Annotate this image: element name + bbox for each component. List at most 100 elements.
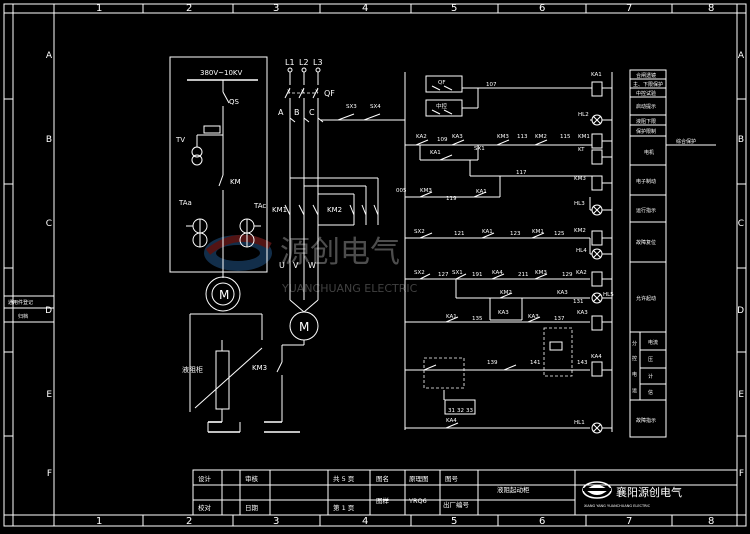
out-v: V	[293, 261, 299, 270]
qf-main-label: QF	[324, 89, 335, 98]
legend-18: 信	[648, 389, 653, 396]
legend-4: 液阻下限	[636, 118, 656, 125]
r7-sx1: SX1	[452, 270, 463, 276]
voltage-label: 380V~10KV	[200, 69, 243, 77]
phase-l3: L3	[313, 58, 323, 67]
row-d-right: D	[737, 306, 744, 316]
legend-13: 控	[632, 355, 637, 362]
r6-w121: 121	[454, 231, 465, 237]
margin-label-register: 通用件登记	[8, 299, 33, 306]
tb-design: 设计	[198, 474, 212, 483]
legend-9: 故障复位	[636, 239, 656, 246]
svg-text:x: x	[301, 88, 305, 95]
comp-km1: KM1	[578, 134, 590, 140]
main-motor-symbol: M	[219, 288, 229, 302]
r8-ka3: KA3	[498, 310, 509, 316]
r6-w125: 125	[554, 231, 565, 237]
r7-w127: 127	[438, 272, 449, 278]
r8-w131: 131	[573, 299, 584, 305]
qs-label: QS	[229, 98, 240, 106]
tb-drawing-no-label: 图号	[445, 475, 459, 483]
svg-text:x: x	[287, 88, 291, 95]
comp-ka3: KA3	[577, 310, 588, 316]
tb-check: 审核	[245, 474, 259, 483]
r10-w139: 139	[487, 360, 498, 366]
right-components: KA1 HL2 KM1 KT KM3 HL3 KM2 HL4	[574, 72, 614, 434]
r6-ka1: KA1	[482, 229, 493, 235]
wire-107: 107	[486, 82, 497, 88]
r5-w005: 005	[396, 188, 407, 194]
tb-model: YRQ6	[408, 497, 427, 505]
r10-w141: 141	[530, 360, 541, 366]
col-1-bottom: 1	[96, 516, 102, 527]
comp-km2: KM2	[574, 228, 586, 234]
legend-6: 电机	[644, 149, 654, 156]
out-u: U	[279, 261, 285, 270]
r2-w113: 113	[517, 134, 528, 140]
legend-7: 电子制动	[636, 178, 656, 185]
tb-total-pages: 共 5 页	[333, 474, 355, 483]
legend-column: 合闸透镜 主、下限保护 中控试验 启动提示 液阻下限 保护限制 电机 电子制动 …	[629, 69, 716, 438]
legend-12: 电流	[648, 339, 658, 346]
r4-sx1: SX1	[474, 146, 485, 152]
legend-8: 运行指示	[636, 207, 656, 214]
r2-ka2: KA2	[416, 134, 427, 140]
company-logo-icon	[582, 481, 612, 499]
r3-ka1: KA1	[430, 150, 441, 156]
row-f-right: F	[739, 469, 744, 479]
row-b: B	[46, 135, 52, 145]
bus-a: A	[278, 108, 284, 117]
r7-w191: 191	[472, 272, 483, 278]
row-a: A	[46, 51, 53, 61]
col-7-bottom: 7	[626, 516, 632, 527]
row-f: F	[47, 469, 52, 479]
out-w: W	[308, 261, 316, 270]
bus-b: B	[294, 108, 300, 117]
comp-hl3: HL3	[574, 201, 585, 207]
legend-side-note: 综合保护	[676, 138, 696, 145]
bus-c: C	[309, 108, 315, 117]
r9-ka3: KA3	[528, 314, 539, 320]
row-markers: A B C D E F A B C D E F	[4, 4, 746, 526]
col-2-bottom: 2	[186, 516, 192, 527]
col-7: 7	[626, 3, 632, 14]
r6-sx2: SX2	[414, 229, 425, 235]
km3-resistor-label: KM3	[252, 364, 267, 372]
watermark-en: YUANCHUANG ELECTRIC	[281, 282, 418, 295]
legend-0: 合闸透镜	[636, 72, 656, 79]
col-6-bottom: 6	[539, 516, 545, 527]
legend-16: 计	[648, 373, 653, 380]
tb-date: 日期	[245, 504, 259, 512]
row-c: C	[46, 219, 52, 229]
r6-w123: 123	[510, 231, 521, 237]
tb-product: 液阻起动柜	[497, 485, 530, 494]
col-3: 3	[273, 3, 279, 14]
tb-factory-no-label: 出厂编号	[443, 500, 470, 509]
motor-2-symbol: M	[299, 320, 309, 334]
r2-w109: 109	[437, 137, 448, 143]
relay-num-32: 32	[457, 408, 464, 414]
r5-ka1: KA1	[476, 189, 487, 195]
watermark-cn: 源创电气	[280, 235, 400, 270]
col-5-bottom: 5	[451, 516, 457, 527]
row-e: E	[46, 390, 52, 400]
margin-label-archive: 归档	[18, 313, 28, 320]
col-1: 1	[96, 3, 102, 14]
mid-box-label: 中控	[436, 102, 448, 110]
column-markers: 1 2 3 4 5 6 7 8 1 2 3 4 5 6 7 8	[96, 3, 714, 527]
r9-w137: 137	[554, 316, 565, 322]
col-4-bottom: 4	[362, 516, 368, 527]
tb-company: 襄阳源创电气	[616, 485, 682, 499]
legend-2: 中控试验	[636, 90, 656, 97]
legend-11: 分	[632, 340, 637, 347]
outer-frame	[3, 3, 747, 527]
r7-w129: 129	[562, 272, 573, 278]
col-3-bottom: 3	[273, 516, 279, 527]
legend-1: 主、下限保护	[633, 81, 663, 88]
power-incoming-box: 380V~10KV QS TV KM TAa TAc	[169, 56, 268, 273]
col-8-bottom: 8	[708, 516, 714, 527]
comp-hl5: HL5	[603, 292, 614, 298]
row-a-right: A	[738, 51, 745, 61]
r8-ka3-right: KA3	[557, 290, 568, 296]
